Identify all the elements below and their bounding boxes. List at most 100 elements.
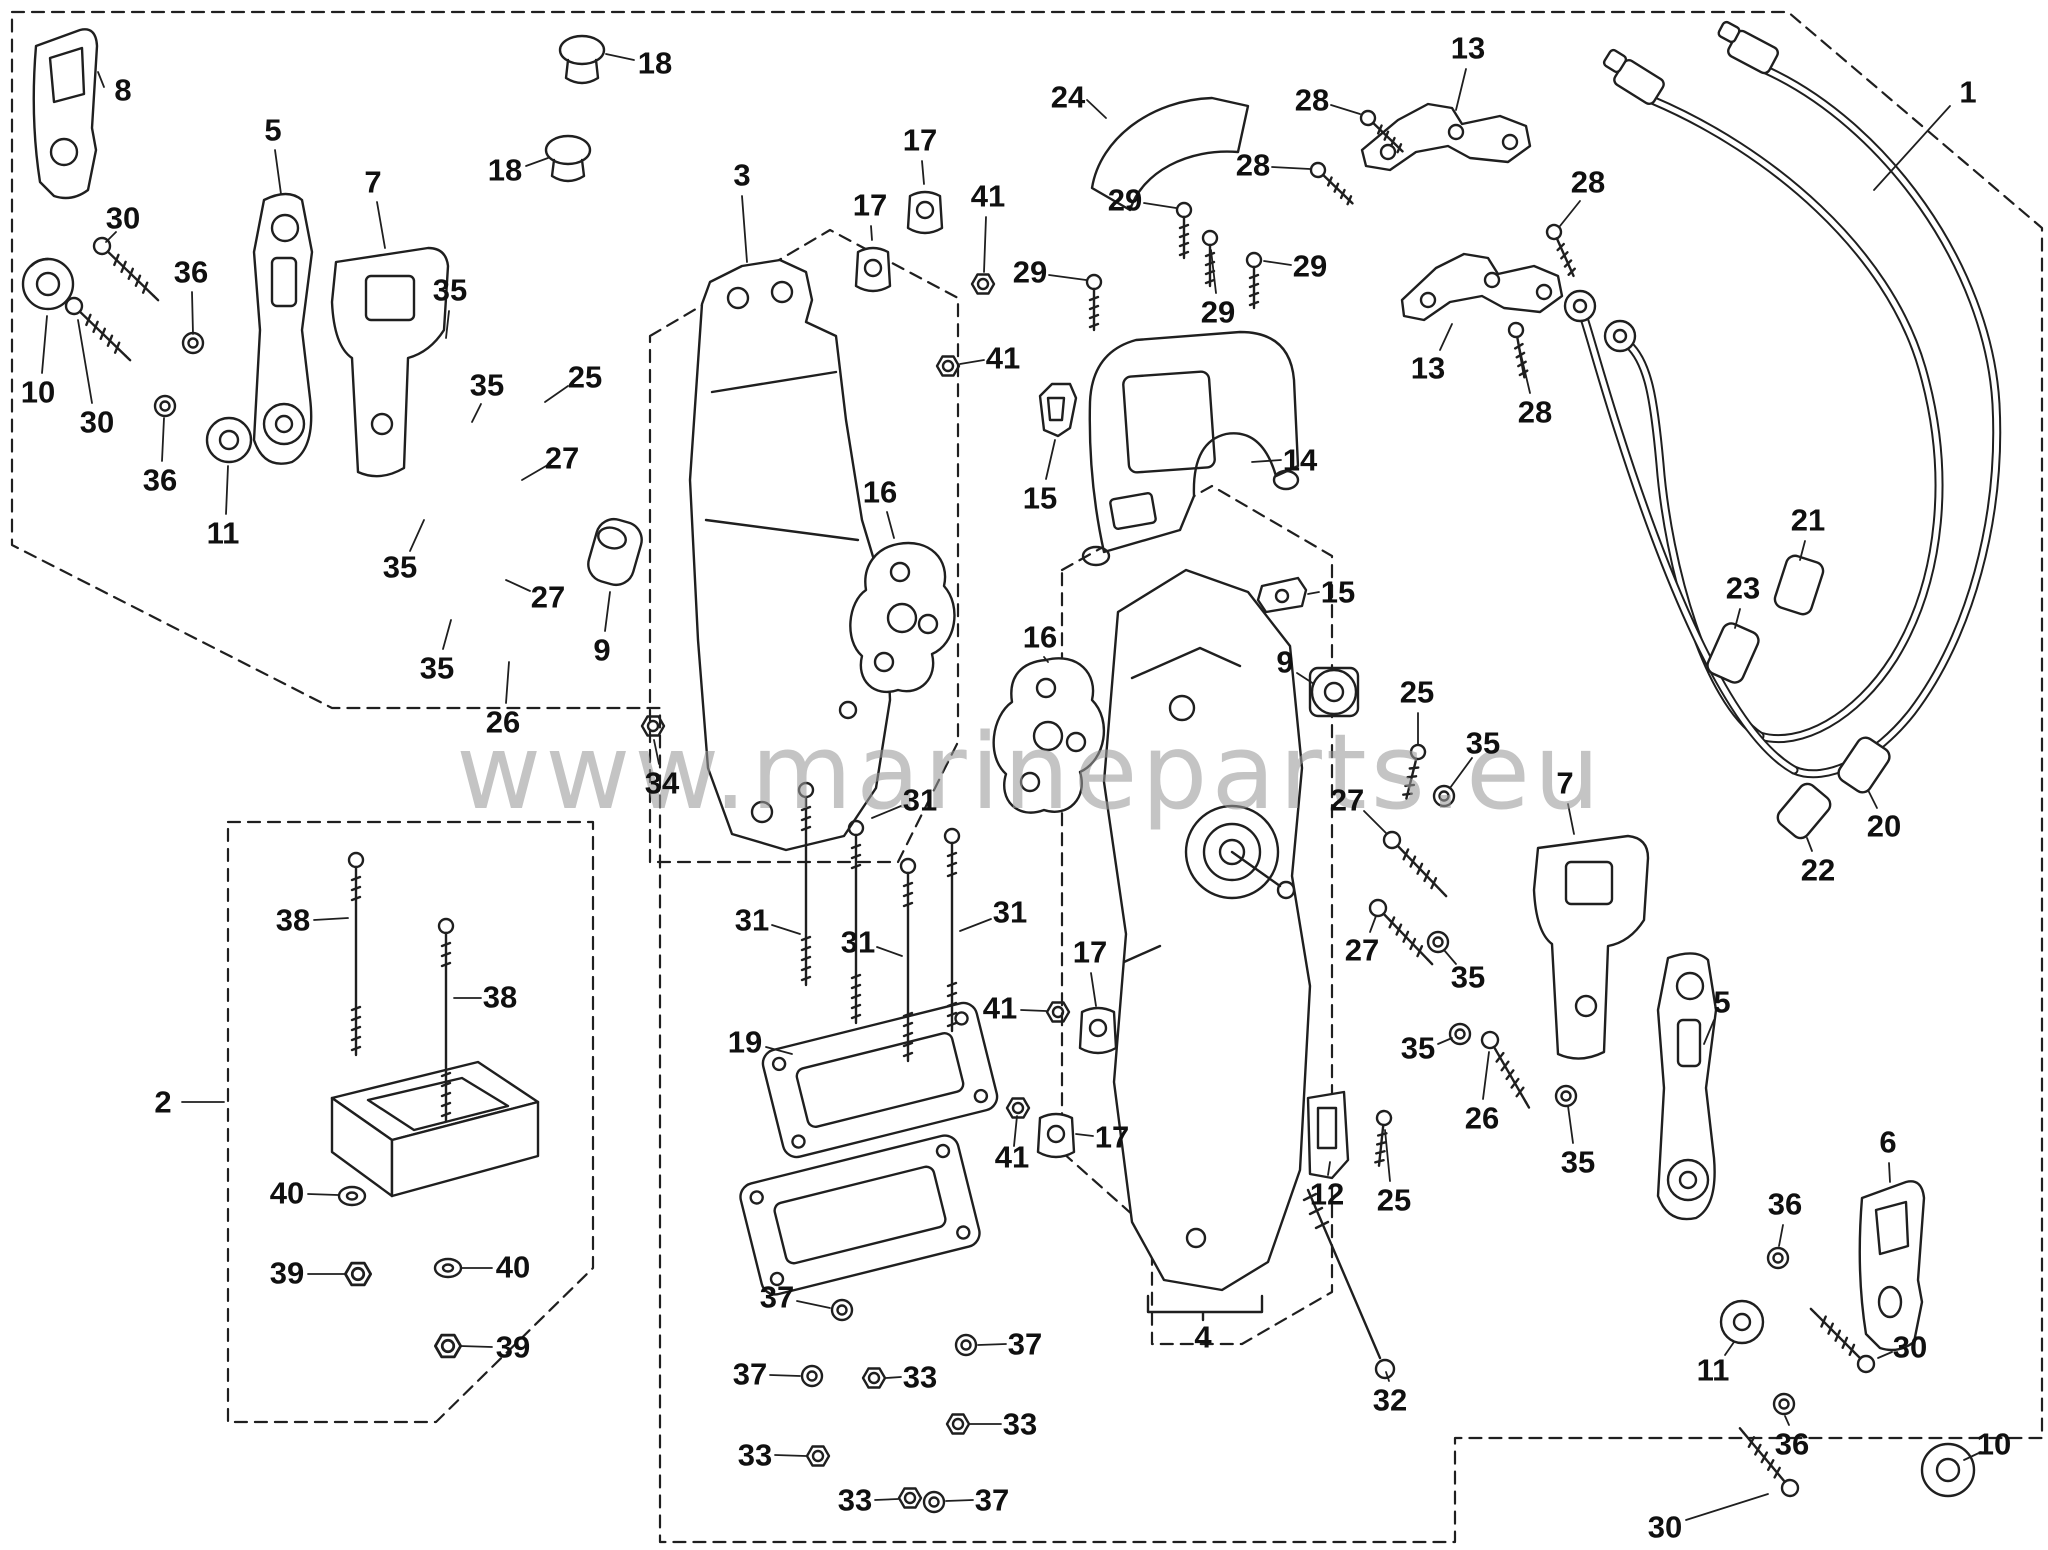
part-callout-38: 38 [482,979,518,1015]
part-10-grommet-right [1920,1442,1976,1498]
boundary-dashes [10,10,2044,1544]
part-7-housing-left [330,246,450,478]
leader-line [1210,249,1217,294]
part-24-strap [1090,96,1250,212]
part-callout-11: 11 [206,515,240,551]
leader-line [604,591,611,632]
leader-line [1567,803,1575,835]
fasteners-39-40 [337,1185,463,1359]
part-callout-9: 9 [593,632,611,668]
leader-line [1043,656,1049,663]
part-callout-17: 17 [902,122,938,158]
leader-line [521,465,547,481]
part-19-gaskets [739,1001,999,1296]
leader-line [605,53,635,61]
leader-line [769,1374,801,1377]
part-callout-19: 19 [727,1024,763,1060]
part-callout-5: 5 [1713,984,1731,1020]
leader-line [1685,1493,1769,1521]
leader-line [445,310,450,339]
part-callout-24: 24 [1050,79,1086,115]
leader-line [871,805,902,819]
part-callout-26: 26 [485,704,521,740]
part-18-caps [544,34,606,183]
leader-line [1045,439,1056,480]
part-callout-41: 41 [970,178,1006,214]
part-callout-38: 38 [275,902,311,938]
part-callout-13: 13 [1450,30,1486,66]
part-callout-35: 35 [419,650,455,686]
part-callout-28: 28 [1294,82,1330,118]
part-8-stop-lever [32,28,99,200]
part-16-plates [849,541,1106,814]
part-callout-35: 35 [1450,959,1486,995]
part-callout-30: 30 [1892,1329,1928,1365]
leader-line [442,619,452,650]
part-callout-28: 28 [1235,147,1271,183]
leader-line [225,465,229,515]
leader-line [653,739,660,765]
leader-line [945,1499,974,1502]
leader-line [1384,1129,1391,1182]
part-callout-4: 4 [1194,1319,1212,1355]
leader-line [1437,1037,1453,1045]
part-13-brackets [1360,102,1564,322]
part-callout-37: 37 [1007,1326,1043,1362]
part-callout-33: 33 [902,1359,938,1395]
part-callout-27: 27 [1344,932,1380,968]
part-callout-35: 35 [1560,1144,1596,1180]
part-callout-37: 37 [732,1356,768,1392]
leader-line [959,359,985,365]
leader-lines-layer [41,53,1982,1521]
leader-line [1263,260,1292,266]
leader-line [1888,1162,1891,1183]
leader-line [796,1300,831,1309]
part-callout-27: 27 [1329,782,1365,818]
part-callout-2: 2 [154,1084,172,1120]
part-callout-33: 33 [737,1437,773,1473]
leader-line [983,216,987,273]
leader-line [1385,1371,1390,1382]
leader-line [409,519,425,552]
part-17-grommets-bottom [1036,1006,1118,1159]
leader-line [1567,1105,1574,1144]
part-callout-16: 16 [1022,619,1058,655]
part-callout-7: 7 [1556,765,1574,801]
leader-line [1307,591,1320,595]
part-callout-29: 29 [1012,254,1048,290]
leader-line [77,319,93,404]
part-callout-31: 31 [992,894,1028,930]
part-callout-30: 30 [79,404,115,440]
leader-line [1963,1451,1982,1461]
part-callout-25: 25 [1376,1182,1412,1218]
part-callout-30: 30 [105,200,141,236]
part-callout-10: 10 [20,374,56,410]
part-callout-15: 15 [1022,480,1058,516]
leader-line [1251,459,1282,463]
part-callout-36: 36 [1774,1426,1810,1462]
leader-line [1517,341,1531,394]
part-callout-30: 30 [1647,1509,1683,1545]
leader-line [1806,837,1813,852]
part-callout-17: 17 [1094,1119,1130,1155]
part-11-knob-left [205,416,253,464]
leader-line [1559,200,1581,227]
part-callout-17: 17 [1072,934,1108,970]
leader-line [1271,166,1311,170]
part-callout-3: 3 [733,157,751,193]
part-callout-41: 41 [994,1139,1030,1175]
part-callout-39: 39 [269,1255,305,1291]
leader-line [1090,972,1097,1007]
part-callout-6: 6 [1879,1124,1897,1160]
leader-line [459,1345,493,1348]
part-callout-31: 31 [734,902,770,938]
part-callout-34: 34 [644,765,680,801]
part-7-housing-right [1532,834,1650,1060]
part-callout-16: 16 [862,474,898,510]
leader-line [1877,1351,1893,1359]
leader-line [1013,1115,1018,1147]
part-callout-35: 35 [469,367,505,403]
leader-line [1086,99,1107,119]
part-callout-32: 32 [1372,1382,1408,1418]
